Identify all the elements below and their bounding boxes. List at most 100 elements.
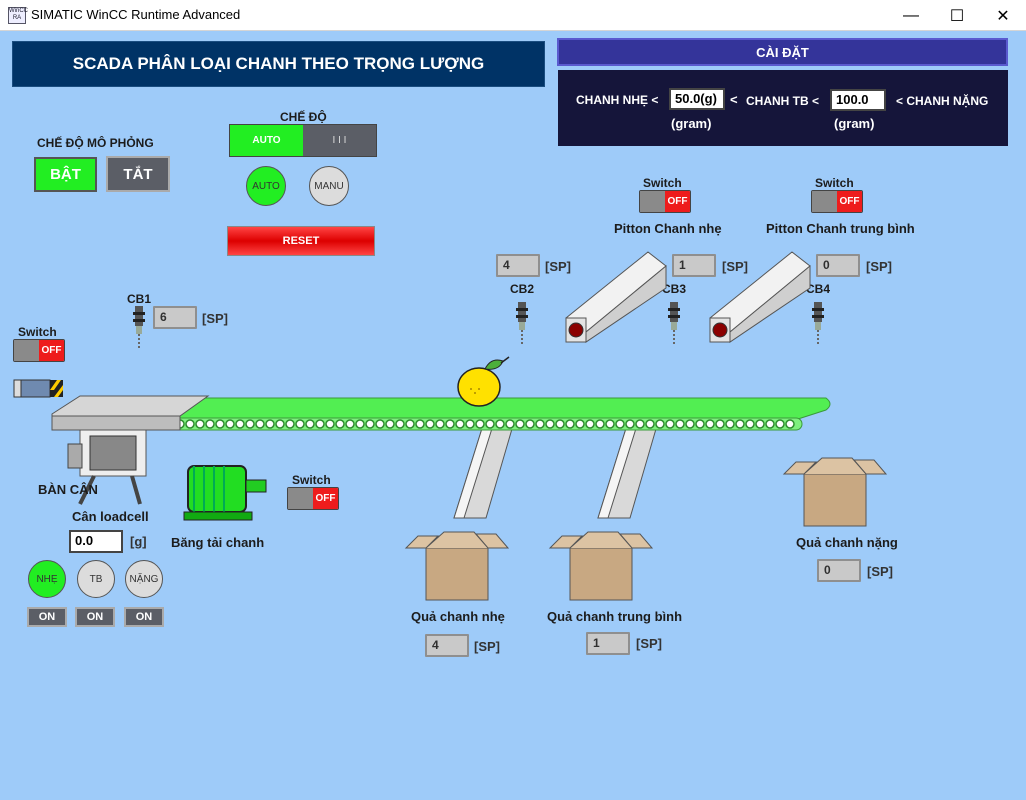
- conveyor-roller: [775, 419, 785, 429]
- cb1-counter: 6: [153, 306, 197, 329]
- conveyor-roller: [755, 419, 765, 429]
- sensor-icon: [812, 302, 824, 346]
- conveyor-roller: [195, 419, 205, 429]
- settings-title: CÀI ĐẶT: [756, 44, 809, 60]
- conveyor-roller: [665, 419, 675, 429]
- conveyor-roller: [445, 419, 455, 429]
- piston-icon: [709, 251, 811, 343]
- mid-indicator: TB: [77, 560, 115, 598]
- mid-on-button[interactable]: ON: [75, 607, 115, 627]
- minimize-button[interactable]: —: [903, 6, 919, 24]
- piston-light-switch[interactable]: OFF: [639, 190, 691, 213]
- conveyor-roller: [345, 419, 355, 429]
- conveyor-belt: [172, 397, 831, 431]
- mid-threshold-input[interactable]: 100.0: [830, 89, 886, 111]
- light-indicator: NHẸ: [28, 560, 66, 598]
- conveyor-roller: [595, 419, 605, 429]
- conveyor-roller: [235, 419, 245, 429]
- sim-off-button[interactable]: TẮT: [106, 156, 170, 192]
- settings-panel: CHANH NHẸ < 50.0(g) (gram) < CHANH TB < …: [558, 70, 1008, 146]
- mode-toggle[interactable]: AUTO I I I: [229, 124, 377, 157]
- switch-state: OFF: [837, 191, 862, 212]
- conveyor-roller: [635, 419, 645, 429]
- conveyor-roller: [785, 419, 795, 429]
- conveyor-roller: [355, 419, 365, 429]
- maximize-button[interactable]: ☐: [949, 7, 965, 25]
- piston-mid-label: Pitton Chanh trung bình: [766, 221, 915, 236]
- conveyor-roller: [585, 419, 595, 429]
- conveyor-roller: [365, 419, 375, 429]
- heavy-threshold-label: < CHANH NẶNG: [896, 94, 989, 108]
- conveyor-roller: [745, 419, 755, 429]
- conveyor-roller: [275, 419, 285, 429]
- motor-icon: [183, 465, 267, 521]
- conveyor-roller: [475, 419, 485, 429]
- conveyor-roller: [525, 419, 535, 429]
- chute-light: [453, 421, 515, 519]
- reset-button[interactable]: RESET: [227, 226, 375, 256]
- conveyor-roller: [425, 419, 435, 429]
- light-threshold-input[interactable]: 50.0(g): [669, 88, 725, 110]
- conveyor-roller: [295, 419, 305, 429]
- close-button[interactable]: ✕: [996, 7, 1010, 25]
- motor-label: Băng tải chanh: [171, 535, 265, 550]
- auto-indicator: AUTO: [246, 166, 286, 206]
- piston-light-switch-label: Switch: [643, 176, 682, 190]
- limit-switch[interactable]: OFF: [13, 339, 65, 362]
- cb4-counter: 0: [816, 254, 860, 277]
- motor-switch[interactable]: OFF: [287, 487, 339, 510]
- piston-mid-switch[interactable]: OFF: [811, 190, 863, 213]
- weight-input[interactable]: 0.0: [69, 530, 123, 553]
- sensor-icon: [668, 302, 680, 346]
- loadcell-icon: [51, 395, 210, 505]
- light-threshold-label: CHANH NHẸ <: [576, 93, 659, 107]
- settings-title-bar: CÀI ĐẶT: [557, 38, 1008, 66]
- sensor-icon: [516, 302, 528, 346]
- conveyor-roller: [555, 419, 565, 429]
- limit-switch-label: Switch: [18, 325, 57, 339]
- conveyor-roller: [205, 419, 215, 429]
- conveyor-roller: [415, 419, 425, 429]
- loadcell-label: Cân loadcell: [72, 509, 149, 524]
- conveyor-roller: [325, 419, 335, 429]
- light-unit-label: (gram): [671, 116, 712, 131]
- motor-switch-label: Switch: [292, 473, 331, 487]
- conveyor-roller: [375, 419, 385, 429]
- conveyor-roller: [455, 419, 465, 429]
- lemon-icon: [457, 356, 510, 407]
- header-banner: SCADA PHÂN LOẠI CHANH THEO TRỌNG LƯỢNG: [12, 41, 545, 87]
- mode-toggle-auto[interactable]: AUTO: [230, 125, 303, 156]
- conveyor-roller: [265, 419, 275, 429]
- switch-state: OFF: [39, 340, 64, 361]
- app-icon: WinCC RA: [8, 7, 28, 24]
- conveyor-roller: [285, 419, 295, 429]
- sim-on-button[interactable]: BẬT: [34, 157, 97, 192]
- conveyor-roller: [515, 419, 525, 429]
- bin-mid-counter: 1: [586, 632, 630, 655]
- switch-state: OFF: [313, 488, 338, 509]
- piston-mid-switch-label: Switch: [815, 176, 854, 190]
- cb3-counter: 1: [672, 254, 716, 277]
- chute-mid: [597, 421, 659, 519]
- conveyor-roller: [605, 419, 615, 429]
- mode-toggle-manual[interactable]: I I I: [303, 125, 376, 156]
- box-icon: [548, 531, 654, 601]
- conveyor-roller: [575, 419, 585, 429]
- box-icon: [404, 531, 510, 601]
- cb2-label: CB2: [510, 282, 535, 296]
- light-on-button[interactable]: ON: [27, 607, 67, 627]
- bin-light-unit: [SP]: [474, 639, 500, 654]
- sensor-icon: [133, 306, 145, 350]
- title-bar: WinCC RA SIMATIC WinCC Runtime Advanced …: [0, 0, 1026, 31]
- conveyor-roller: [385, 419, 395, 429]
- conveyor-roller: [495, 419, 505, 429]
- heavy-on-button[interactable]: ON: [124, 607, 164, 627]
- conveyor-roller: [655, 419, 665, 429]
- bin-mid-label: Quả chanh trung bình: [547, 609, 683, 624]
- cb4-unit: [SP]: [866, 259, 892, 274]
- conveyor-roller: [435, 419, 445, 429]
- bin-light-label: Quả chanh nhẹ: [411, 609, 505, 624]
- piston-icon: [565, 251, 667, 343]
- sim-mode-label: CHẾ ĐỘ MÔ PHỎNG: [37, 136, 154, 150]
- weight-unit: [g]: [130, 534, 147, 549]
